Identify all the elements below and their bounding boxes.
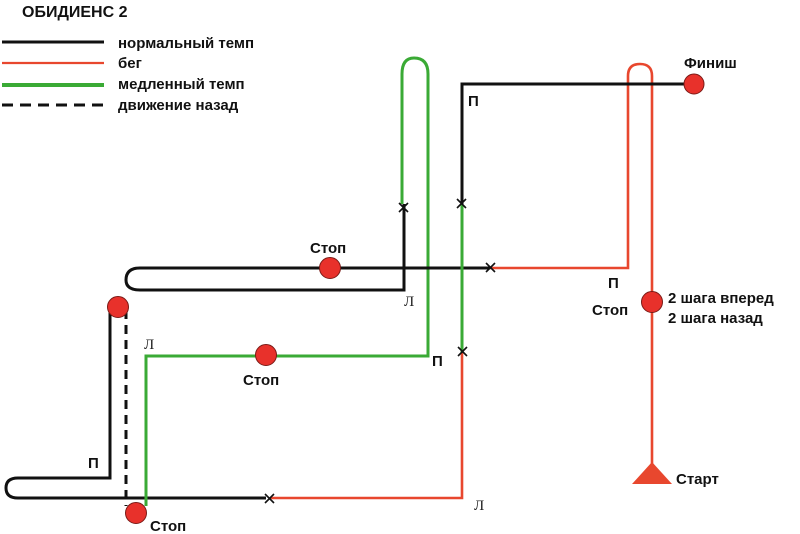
legend-label-run: бег — [118, 55, 142, 72]
cross-marker — [485, 262, 496, 273]
route-run-lower — [270, 352, 464, 500]
turn-left-label: Л — [404, 294, 414, 310]
legend-label-backward: движение назад — [118, 97, 239, 114]
start-label: Старт — [676, 471, 719, 488]
stop-marker-icon — [107, 296, 129, 318]
start-marker-icon — [632, 462, 672, 484]
route-normal-upper-loop — [124, 204, 490, 292]
stop-marker-icon — [255, 344, 277, 366]
stop-marker-icon — [641, 291, 663, 313]
finish-marker-icon — [683, 73, 705, 95]
stop-marker-icon — [319, 257, 341, 279]
turn-left-label: Л — [474, 498, 484, 514]
legend: нормальный темп бег медленный темп движе… — [2, 35, 254, 114]
cross-marker — [264, 493, 275, 504]
legend-label-normal: нормальный темп — [118, 35, 254, 52]
stop-label-top: Стоп — [310, 240, 346, 257]
route-normal-to-finish — [460, 82, 694, 204]
legend-label-slow: медленный темп — [118, 76, 245, 93]
stop-label-middle: Стоп — [243, 372, 279, 389]
turn-right-label: П — [468, 93, 479, 110]
route-normal-left-loop — [4, 308, 266, 500]
stop-label-bottom: Стоп — [150, 518, 186, 534]
cross-marker — [456, 198, 467, 209]
stop-marker-icon — [125, 502, 147, 524]
turn-right-label: П — [608, 275, 619, 292]
stop-label-right: Стоп — [592, 302, 628, 319]
diagram-title: ОБИДИЕНС 2 — [22, 4, 128, 21]
turn-right-label: П — [88, 455, 99, 472]
cross-marker — [398, 202, 409, 213]
route-slow-left — [144, 56, 430, 506]
steps-forward-label: 2 шага вперед — [668, 290, 774, 307]
finish-label: Финиш — [684, 55, 737, 72]
turn-right-label: П — [432, 353, 443, 370]
steps-back-label: 2 шага назад — [668, 310, 763, 327]
cross-markers — [264, 198, 496, 504]
cross-marker — [457, 346, 468, 357]
route-run-upper — [490, 62, 654, 478]
turn-left-label: Л — [144, 337, 154, 353]
